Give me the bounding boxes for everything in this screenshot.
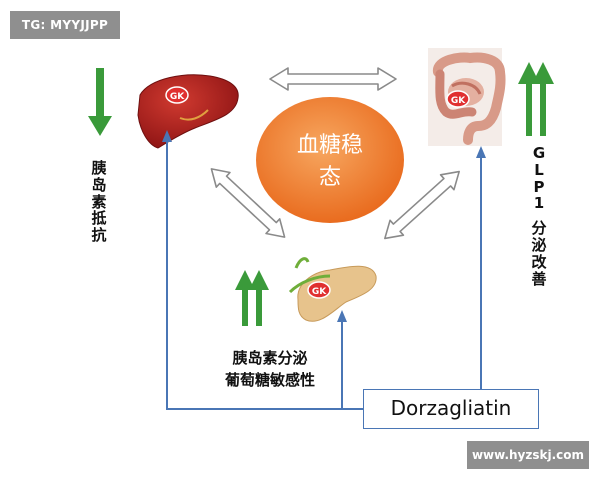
intestine-image	[428, 48, 506, 146]
gut-label-char: 1	[533, 194, 545, 213]
double-arrow-liver-pancreas	[210, 168, 286, 238]
intestine-gk-label: GK	[451, 96, 466, 106]
liver-image	[137, 74, 239, 149]
gut-label-char: 改	[531, 252, 547, 271]
watermark-bottom: www.hyzskj.com	[467, 441, 589, 469]
arrowhead-pancreas	[337, 310, 347, 322]
liver-label-char: 素	[91, 192, 107, 211]
gut-label-char: 善	[531, 269, 547, 288]
double-arrow-intestine-pancreas	[384, 170, 460, 240]
liver-label-char: 抗	[91, 226, 107, 245]
center-label: 血糖稳 态	[262, 130, 398, 194]
liver-label: 胰 岛 素 抵 抗	[88, 160, 110, 244]
arrowhead-intestine	[476, 146, 486, 158]
green-up-arrow-left	[518, 62, 540, 136]
green-up-arrow-right	[532, 62, 554, 136]
double-arrow-liver-intestine	[269, 67, 397, 91]
gut-label-char: L	[534, 160, 544, 179]
gut-label: G L P 1 分 泌 改 善	[528, 145, 550, 287]
liver-label-char: 抵	[91, 209, 107, 228]
center-label-line2: 态	[318, 165, 341, 190]
watermark-top: TG: MYYJJPP	[10, 11, 120, 39]
green-down-arrow	[88, 68, 112, 136]
liver-label-char: 岛	[91, 175, 107, 194]
pancreas-image	[288, 257, 377, 322]
center-circle	[256, 97, 404, 223]
arrowhead-liver	[162, 130, 172, 142]
pancreas-label: 胰岛素分泌 葡萄糖敏感性	[195, 347, 345, 391]
green-up-arrow-pancreas-right	[249, 270, 269, 326]
center-label-line1: 血糖稳	[296, 133, 363, 158]
pancreas-gk-label: GK	[312, 287, 327, 297]
liver-gk-label: GK	[170, 92, 185, 102]
gut-label-char: P	[533, 177, 545, 196]
connector-to-liver	[166, 140, 363, 410]
liver-label-char: 胰	[91, 159, 107, 177]
drug-box: Dorzagliatin	[363, 389, 539, 429]
gut-label-char: 分	[531, 219, 547, 238]
pancreas-label-line2: 葡萄糖敏感性	[224, 371, 315, 389]
green-up-arrow-pancreas-left	[235, 270, 255, 326]
gut-label-char: G	[532, 144, 546, 162]
pancreas-label-line1: 胰岛素分泌	[232, 349, 308, 367]
gut-label-char: 泌	[531, 235, 547, 254]
